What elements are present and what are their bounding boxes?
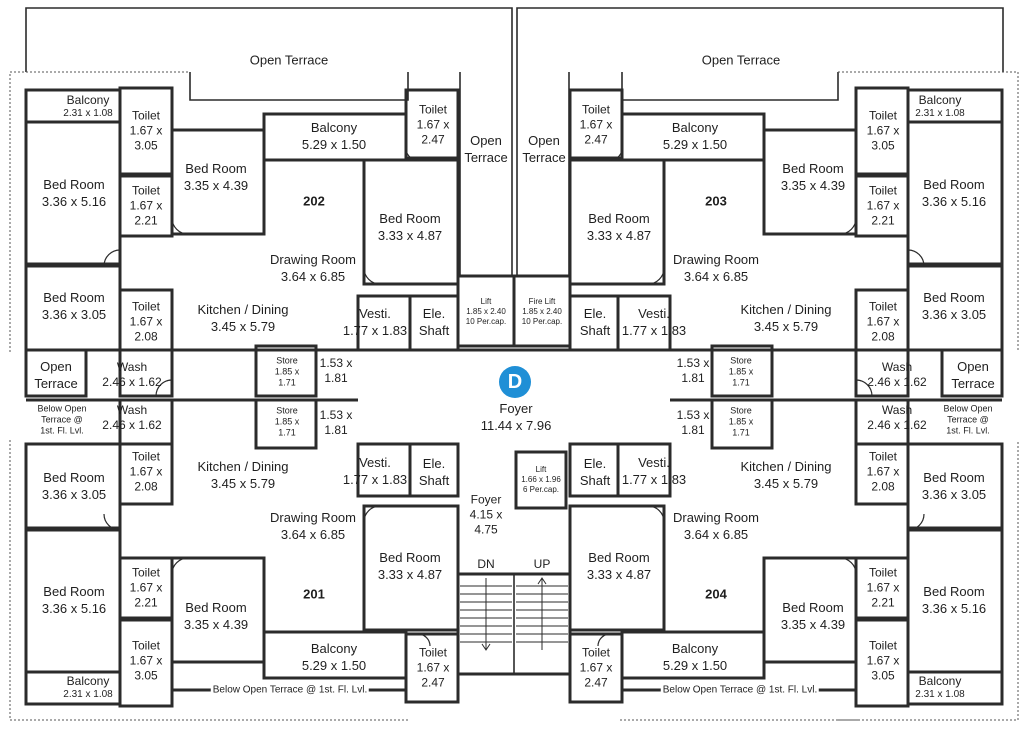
open-terrace-top-left: Open Terrace [249,52,329,68]
open-terrace-top-right: Open Terrace [701,52,781,68]
ele-shaft-203: Ele.Shaft [579,306,611,338]
vesti-203: Vesti.1.77 x 1.83 [621,306,687,338]
below-terrace-bottom-left: Below Open Terrace @ 1st. Fl. Lvl. [210,681,370,699]
below-terrace-bottom-right: Below Open Terrace @ 1st. Fl. Lvl. [660,681,820,699]
door-swings [103,149,925,647]
core-walls [358,274,670,676]
walls-left [24,86,460,708]
unit-number-202: 202 [303,193,325,209]
vesti-204: Vesti.1.77 x 1.83 [621,455,687,487]
ele-shaft-204: Ele.Shaft [579,456,611,488]
unit-number-201: 201 [303,586,325,602]
unit-number-204: 204 [705,586,727,602]
stair-up-label: UP [533,557,551,571]
dotted-outlines [9,71,1019,721]
block-badge: D [499,366,531,398]
vesti-201: Vesti.1.77 x 1.83 [342,455,408,487]
unit-number-203: 203 [705,193,727,209]
stair-down-label: DN [477,557,495,571]
ele-shaft-202: Ele.Shaft [418,306,450,338]
stair-treads [460,577,568,651]
vesti-202: Vesti.1.77 x 1.83 [342,306,408,338]
ele-shaft-201: Ele.Shaft [418,456,450,488]
